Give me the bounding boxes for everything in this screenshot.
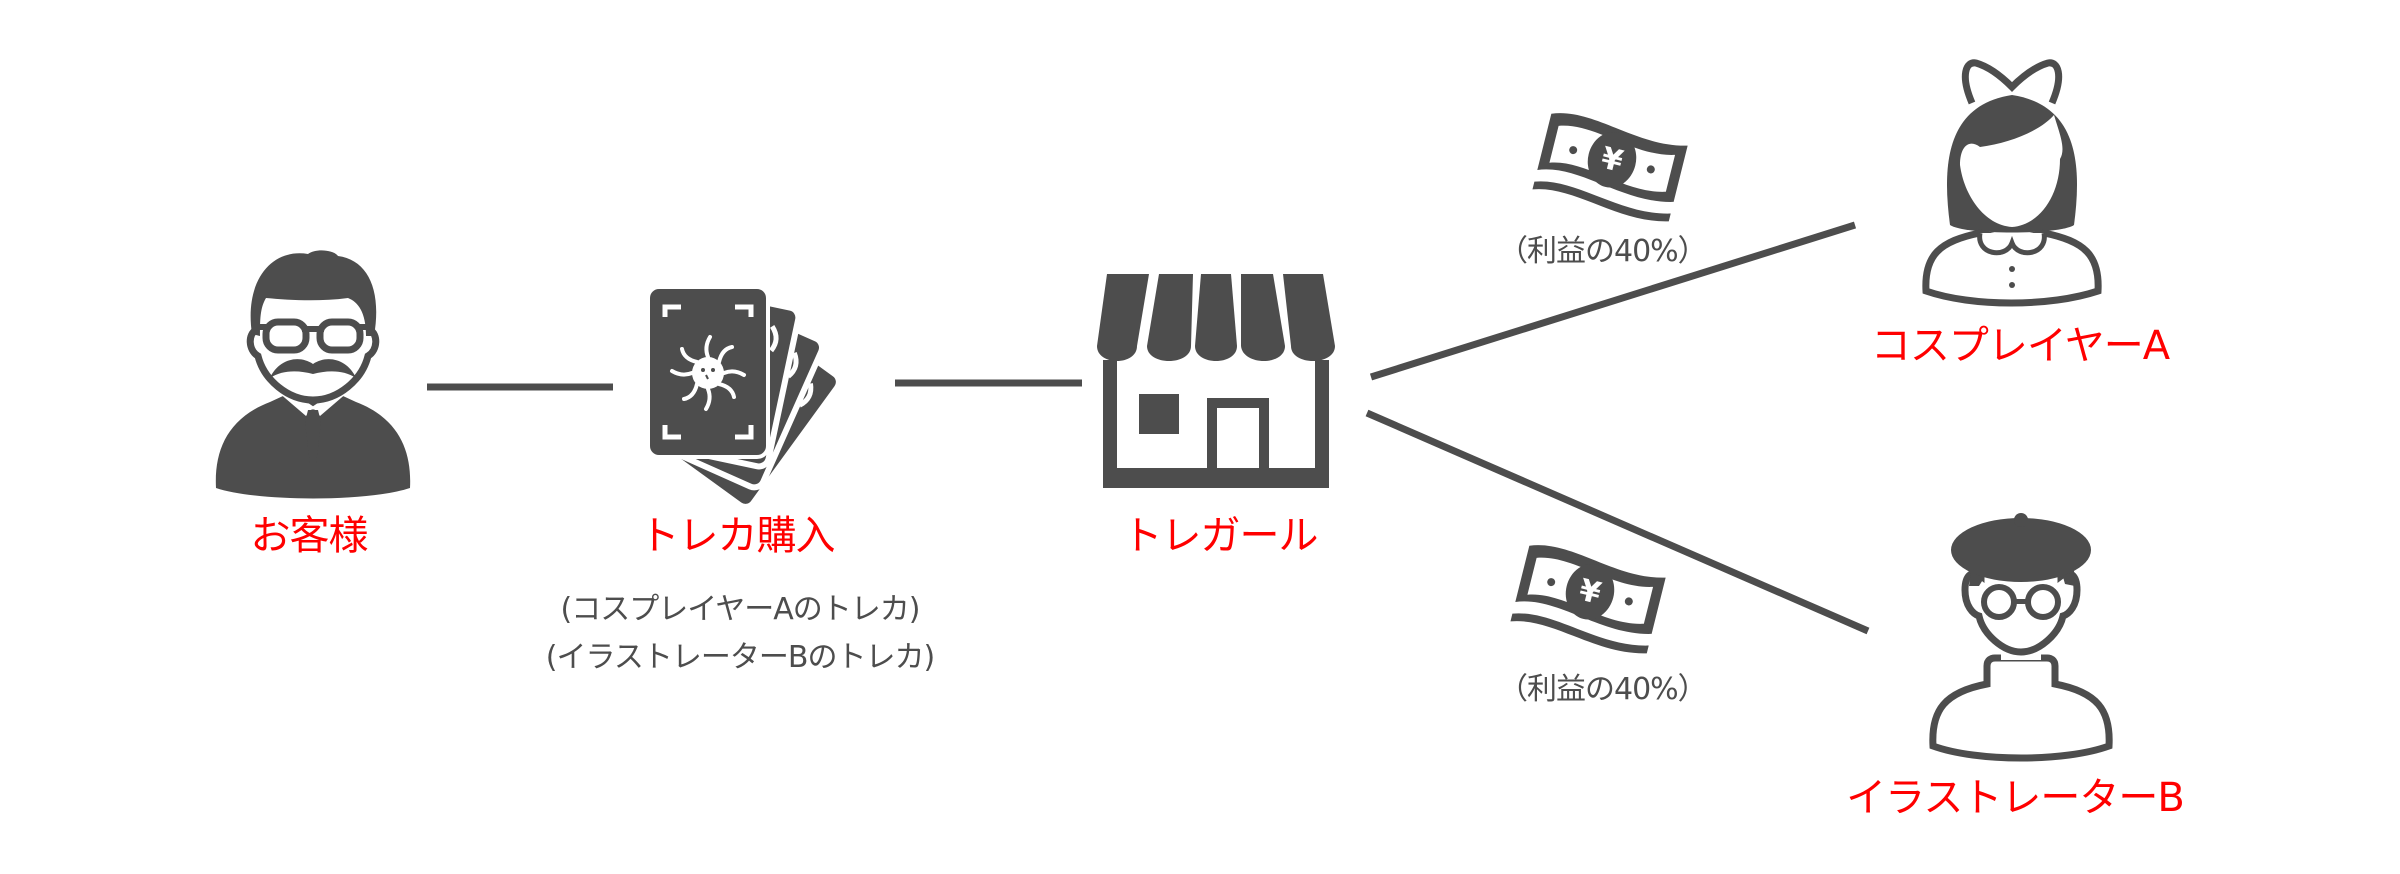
woman-with-cat-ears-icon: [1922, 59, 2102, 307]
edge-store-to-illustrator: [1365, 409, 1870, 635]
cosplayer-label: コスプレイヤーA: [1870, 323, 2170, 369]
customer-label: お客様: [250, 513, 369, 559]
storefront-icon: [1097, 274, 1335, 488]
cards-note-illustrator: (イラストレーターBのトレカ): [545, 640, 935, 675]
cosplayer-share-label: （利益の40%）: [1498, 234, 1708, 269]
customer-icon: [215, 250, 411, 499]
cards-label: トレカ購入: [639, 513, 836, 559]
cards-note-cosplayer: (コスプレイヤーAのトレカ): [560, 592, 920, 627]
trading-cards-icon: [646, 285, 842, 510]
illustrator-label: イラストレーターB: [1846, 775, 2185, 821]
edge-store-to-cosplayer: [1369, 221, 1857, 381]
illustrator-share-label: （利益の40%）: [1498, 672, 1708, 707]
yen-banknote-icon: ¥: [1510, 545, 1666, 654]
store-label: トレガール: [1122, 513, 1319, 559]
man-with-beret-glasses-icon: [1929, 513, 2113, 762]
yen-banknote-icon: ¥: [1532, 113, 1688, 222]
